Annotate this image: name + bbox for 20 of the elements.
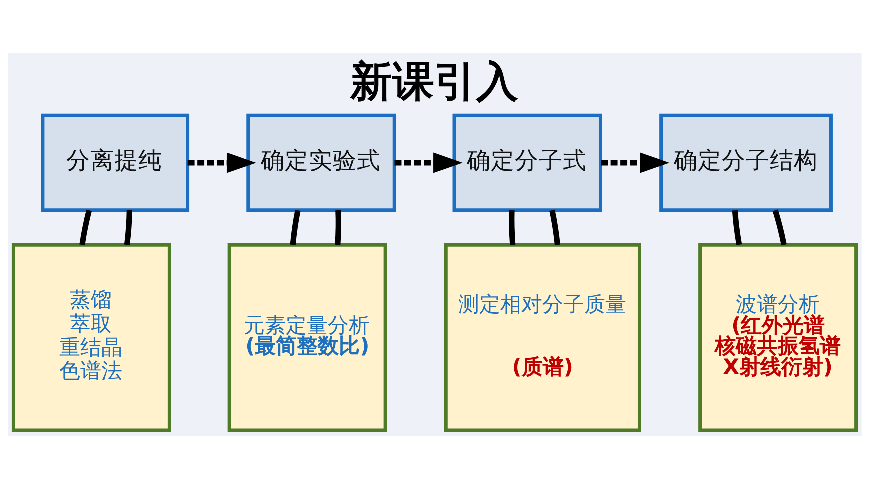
node-box: 确定分子结构 xyxy=(660,114,833,212)
connector xyxy=(550,210,560,246)
connector xyxy=(335,210,342,246)
connector xyxy=(124,210,132,246)
connector xyxy=(732,210,742,246)
node-box: 确定分子式 xyxy=(452,114,602,212)
node-box: 分离提纯 xyxy=(41,114,190,212)
connector xyxy=(509,210,516,246)
node-box: 蒸馏 萃取 重结晶 色谱法 xyxy=(12,243,172,432)
arrow xyxy=(394,152,463,174)
connector xyxy=(772,210,787,246)
node-box: 确定实验式 xyxy=(246,114,396,212)
node-box: 测定相对分子质量 (质谱) xyxy=(444,243,642,432)
node-box: 元素定量分析 (最简整数比) xyxy=(228,243,388,432)
connector xyxy=(290,210,301,246)
node-box: 波谱分析 (红外光谱 核磁共振氢谱 X射线衍射) xyxy=(698,243,858,432)
arrow xyxy=(601,152,670,174)
diagram-title: 新课引入 xyxy=(350,57,519,106)
arrow xyxy=(188,152,256,174)
connector xyxy=(80,210,92,246)
